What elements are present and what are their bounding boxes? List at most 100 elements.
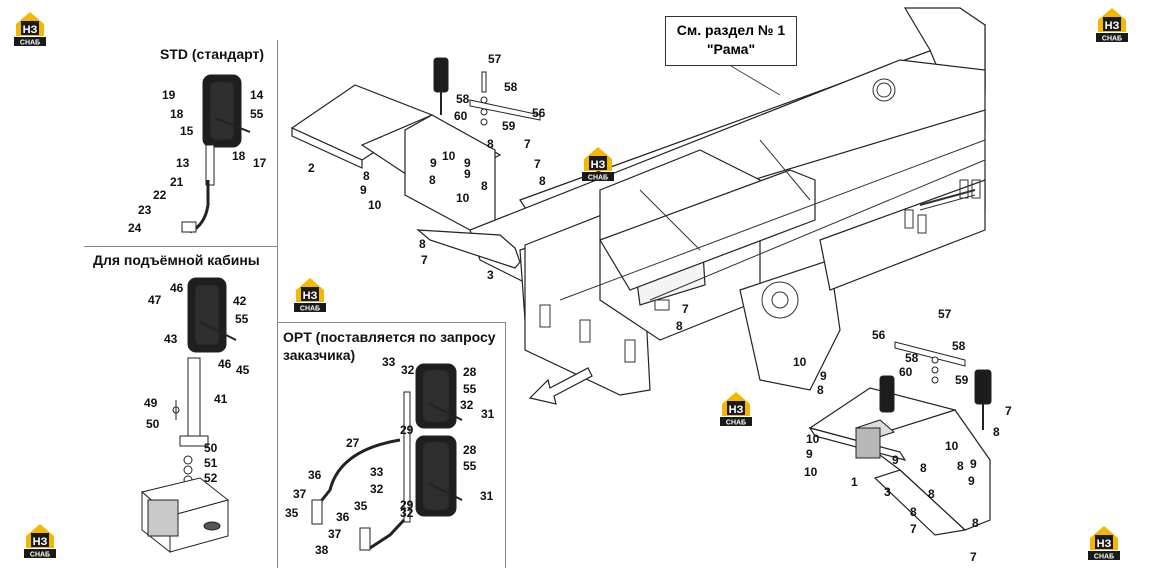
logo-caption-band	[14, 37, 46, 46]
callout-lower-7: 7	[682, 302, 689, 316]
logo-window	[31, 533, 49, 547]
logo-mark-5: НЗ СНАБ	[720, 392, 752, 427]
callout-lower-8: 8	[993, 425, 1000, 439]
callout-opt-31: 31	[480, 489, 494, 503]
callout-lower-58: 58	[952, 339, 966, 353]
section-title-opt-line2: заказчика)	[283, 347, 356, 363]
logo-window	[727, 401, 745, 415]
logo-letters: НЗ	[33, 536, 48, 548]
callout-opt-35: 35	[285, 506, 299, 520]
callout-opt-32: 32	[370, 482, 384, 496]
callout-upper-8: 8	[429, 173, 436, 187]
callout-lower-9: 9	[970, 457, 977, 471]
logo-caption-band	[582, 172, 614, 181]
callout-opt-33: 33	[382, 355, 396, 369]
callout-std-17: 17	[253, 156, 267, 170]
callout-lift-51: 51	[204, 456, 218, 470]
mirror-lower-right	[879, 369, 992, 430]
callout-opt-55: 55	[463, 382, 477, 396]
callout-lift-52: 52	[204, 471, 218, 485]
callout-upper-10: 10	[368, 198, 382, 212]
callout-lift-46: 46	[170, 281, 184, 295]
callout-lift-46: 46	[218, 357, 232, 371]
callout-upper-58: 58	[504, 80, 518, 94]
callout-upper-7: 7	[524, 137, 531, 151]
callout-lower-59: 59	[955, 373, 969, 387]
callout-lower-8: 8	[972, 516, 979, 530]
callout-opt-55: 55	[463, 459, 477, 473]
logo-letters: НЗ	[1097, 538, 1112, 550]
callout-upper-7: 7	[421, 253, 428, 267]
lift-cab-mirror-assembly	[172, 277, 237, 485]
callout-opt-31: 31	[481, 407, 495, 421]
logo-window	[301, 287, 319, 301]
callout-std-14: 14	[250, 88, 264, 102]
callout-opt-27: 27	[346, 436, 360, 450]
reference-leader	[730, 65, 781, 96]
callout-upper-8: 8	[363, 169, 370, 183]
callout-upper-59: 59	[502, 119, 516, 133]
logo-caption: СНАБ	[726, 420, 746, 427]
callout-std-19: 19	[162, 88, 176, 102]
logo-caption: СНАБ	[588, 175, 608, 182]
callout-lower-56: 56	[872, 328, 886, 342]
callout-opt-28: 28	[463, 365, 477, 379]
callout-lower-10: 10	[804, 465, 818, 479]
std-mirror-assembly	[181, 74, 251, 234]
callout-upper-8: 8	[481, 179, 488, 193]
callout-upper-9: 9	[430, 156, 437, 170]
direction-arrow	[528, 367, 593, 405]
callout-lower-9: 9	[968, 474, 975, 488]
callout-lift-41: 41	[214, 392, 228, 406]
callout-opt-29: 29	[400, 423, 414, 437]
callout-upper-8: 8	[419, 237, 426, 251]
lift-cab-box	[140, 477, 230, 554]
section-title-std: STD (стандарт)	[160, 46, 264, 62]
callout-lift-43: 43	[164, 332, 178, 346]
callout-upper-9: 9	[360, 183, 367, 197]
callout-lower-9: 9	[892, 453, 899, 467]
logo-caption-band	[720, 417, 752, 426]
mirror-upper-left	[433, 57, 449, 115]
fender-upper-left	[290, 84, 521, 269]
callout-upper-57: 57	[488, 52, 502, 66]
callout-upper-9: 9	[464, 167, 471, 181]
divider-vertical-opt	[505, 322, 506, 568]
callout-lift-50: 50	[204, 441, 218, 455]
callout-lower-1: 1	[851, 475, 858, 489]
callout-opt-28: 28	[463, 443, 477, 457]
callout-lower-7: 7	[970, 550, 977, 564]
callout-opt-35: 35	[354, 499, 368, 513]
callout-upper-3: 3	[487, 268, 494, 282]
logo-caption-band	[1096, 33, 1128, 42]
callout-opt-38: 38	[315, 543, 329, 557]
callout-lower-10: 10	[945, 439, 959, 453]
frame-reference-box: См. раздел № 1 "Рама"	[665, 16, 797, 66]
logo-letters: НЗ	[729, 404, 744, 416]
callout-lift-47: 47	[148, 293, 162, 307]
logo-window	[589, 156, 607, 170]
callout-upper-10: 10	[442, 149, 456, 163]
logo-letters: НЗ	[23, 24, 38, 36]
logo-letters: НЗ	[1105, 20, 1120, 32]
callout-lower-57: 57	[938, 307, 952, 321]
callout-lower-8: 8	[817, 383, 824, 397]
opt-mirror-assembly	[311, 363, 463, 551]
fender-lower-right	[808, 387, 991, 536]
main-frame	[469, 7, 986, 396]
callout-opt-29: 29	[400, 498, 414, 512]
callout-lift-49: 49	[144, 396, 158, 410]
callout-lower-7: 7	[1005, 404, 1012, 418]
logo-window	[1103, 17, 1121, 31]
callout-lower-10: 10	[806, 432, 820, 446]
callout-opt-36: 36	[336, 510, 350, 524]
callout-upper-58: 58	[456, 92, 470, 106]
logo-window	[1095, 535, 1113, 549]
